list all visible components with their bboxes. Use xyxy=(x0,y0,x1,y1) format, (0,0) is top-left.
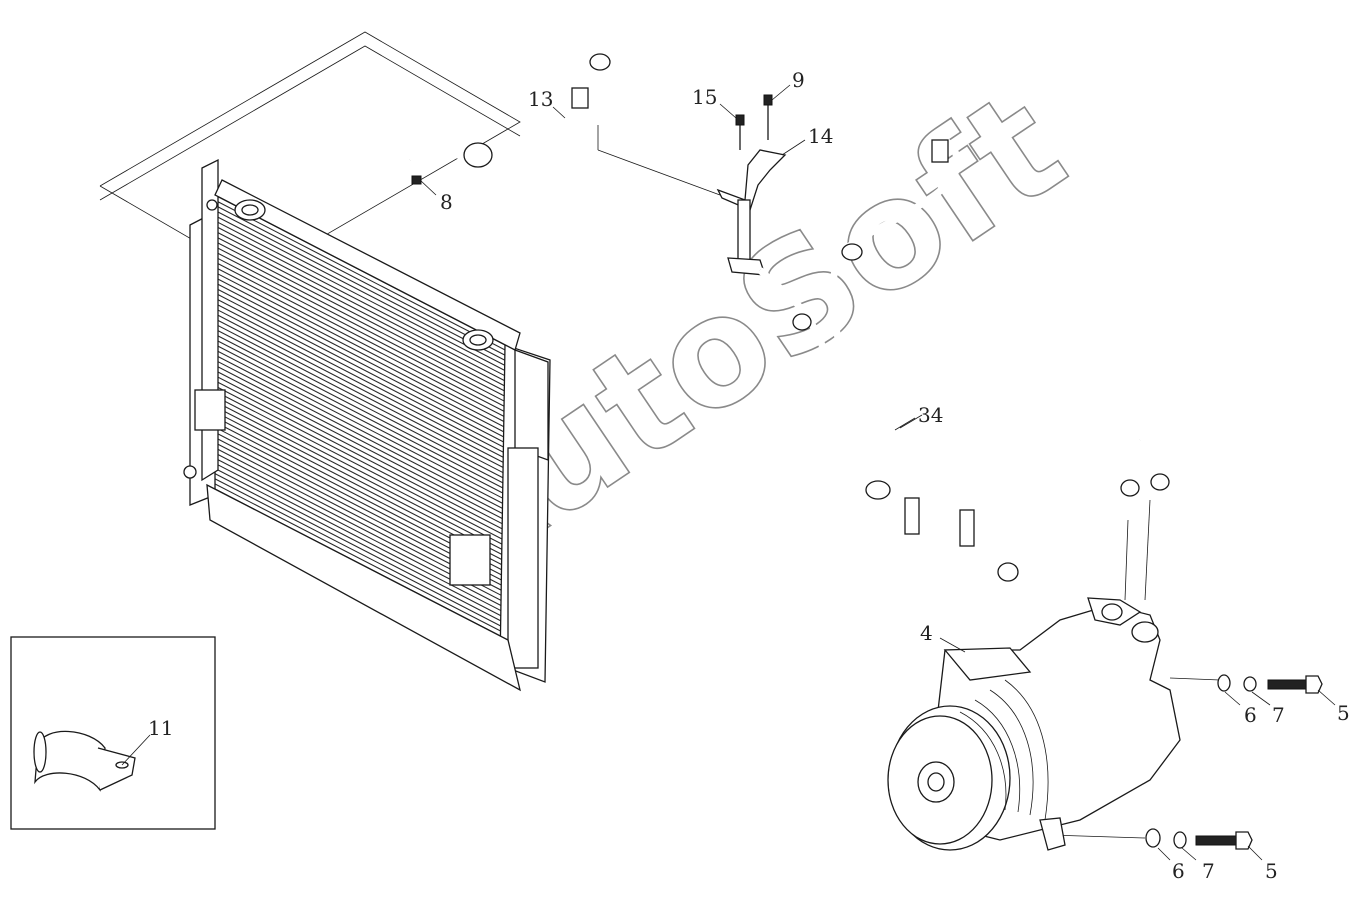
condenser-fin-line xyxy=(212,286,514,443)
fasteners-lower xyxy=(1145,828,1263,861)
condenser-fin-line xyxy=(212,281,514,437)
condenser-fin-line xyxy=(212,265,514,422)
condenser-fin-line xyxy=(213,250,514,407)
condenser-fin-line xyxy=(210,331,512,488)
clip-detail-inset xyxy=(10,636,216,830)
condenser-fin-line xyxy=(211,311,513,468)
condenser-fin-line xyxy=(210,357,512,514)
pipe-13 xyxy=(408,53,721,196)
condenser-fin-line xyxy=(211,301,513,458)
condenser-fins xyxy=(206,194,516,641)
condenser-fin-line xyxy=(212,275,514,432)
callout-34: 34 xyxy=(918,403,943,427)
pipe-34 xyxy=(757,137,1178,601)
callout-6-lower: 6 xyxy=(1172,859,1185,883)
callout-8: 8 xyxy=(440,190,453,214)
callout-7-lower: 7 xyxy=(1202,859,1215,883)
condenser-fin-line xyxy=(213,235,515,392)
callout-11: 11 xyxy=(148,716,173,740)
condenser-fin-line xyxy=(207,474,509,631)
condenser-fin-line xyxy=(212,270,514,427)
condenser-fin-line xyxy=(213,240,515,397)
condenser-fin-line xyxy=(211,321,513,478)
condenser-fin-line xyxy=(214,219,515,376)
condenser-fin-line xyxy=(207,469,509,626)
condenser-fin-line xyxy=(208,403,511,560)
callout-5-upper: 5 xyxy=(1337,701,1350,725)
fasteners-upper xyxy=(1217,674,1336,706)
condenser-fin-line xyxy=(211,296,513,453)
condenser-fin-line xyxy=(211,316,513,473)
condenser-fin-line xyxy=(209,382,511,539)
leader-lines xyxy=(419,84,923,429)
callout-4: 4 xyxy=(920,621,933,645)
condenser-fin-line xyxy=(210,352,512,509)
condenser-fin-line xyxy=(210,362,512,519)
condenser-fin-line xyxy=(209,372,511,529)
condenser-fin-line xyxy=(209,392,511,549)
condenser-fin-line xyxy=(214,199,516,356)
condenser-fin-line xyxy=(209,377,511,534)
condenser-fin-line xyxy=(212,260,514,417)
condenser-fin-line xyxy=(210,347,512,504)
condenser-fin-line xyxy=(209,387,511,544)
callout-6-upper: 6 xyxy=(1244,703,1257,727)
condenser-fin-line xyxy=(210,336,512,493)
condenser-fin-line xyxy=(209,398,511,554)
compressor xyxy=(887,597,1221,851)
condenser-fin-line xyxy=(212,291,513,448)
callout-7-upper: 7 xyxy=(1272,703,1285,727)
callout-15: 15 xyxy=(692,85,717,109)
condenser-fin-line xyxy=(209,367,512,524)
condenser-fin-line xyxy=(213,225,515,382)
condenser xyxy=(183,158,551,692)
condenser-fin-line xyxy=(207,459,509,616)
callout-14: 14 xyxy=(808,124,833,148)
condenser-fin-line xyxy=(211,326,513,483)
condenser-fin-line xyxy=(211,306,513,463)
condenser-fin-line xyxy=(213,230,515,387)
condenser-fin-line xyxy=(206,479,509,636)
callout-labels: 13 8 15 9 14 34 11 4 6 7 5 6 7 5 xyxy=(148,68,1350,883)
bracket-14 xyxy=(411,94,787,276)
condenser-fin-line xyxy=(213,245,515,402)
callout-13: 13 xyxy=(528,87,553,111)
callout-5-lower: 5 xyxy=(1265,859,1278,883)
condenser-fin-line xyxy=(213,255,514,412)
callout-9: 9 xyxy=(792,68,805,92)
condenser-fin-line xyxy=(207,464,509,621)
condenser-fin-line xyxy=(210,342,512,499)
